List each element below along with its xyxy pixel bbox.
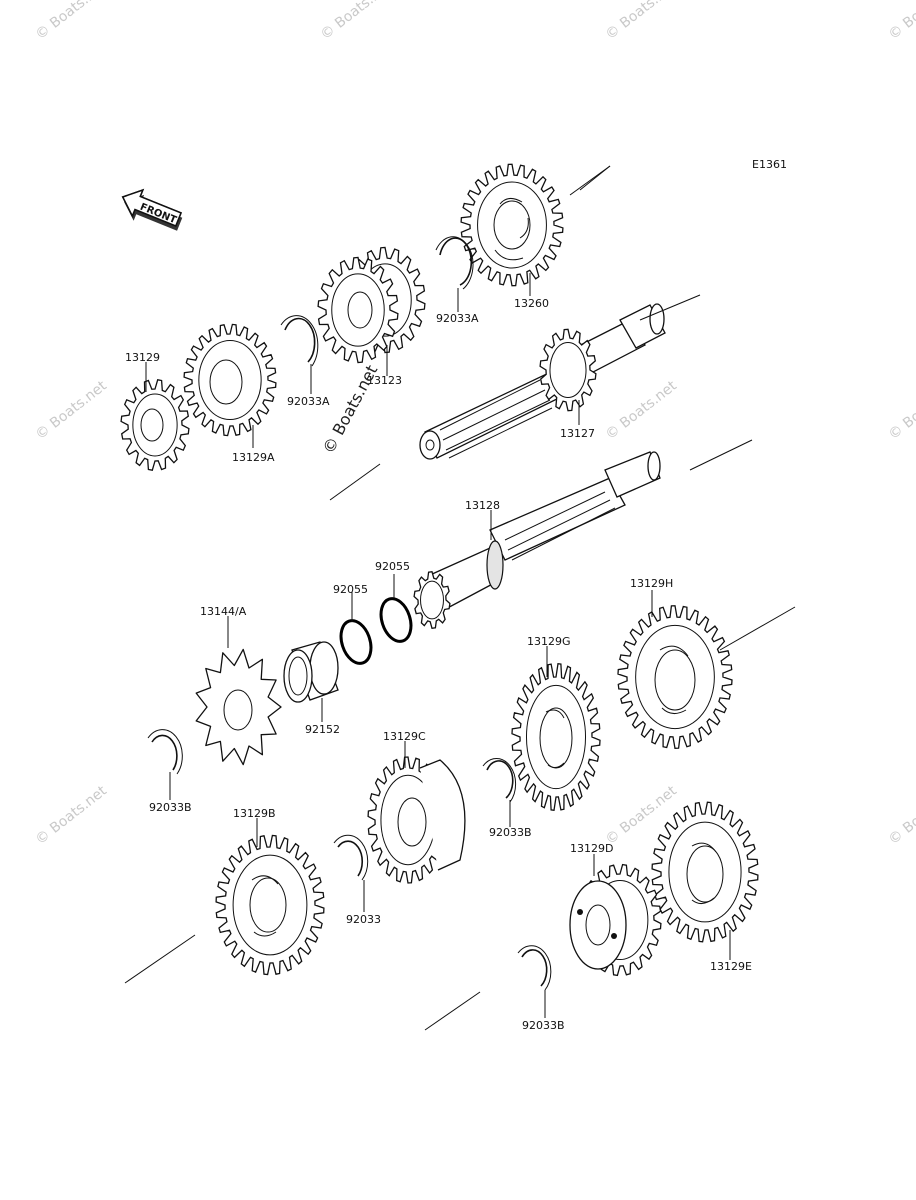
- watermark-text: © Boats.net: [886, 783, 916, 849]
- axis-line: [424, 991, 481, 1031]
- label-13129: 13129: [125, 351, 160, 364]
- label-13129C: 13129C: [383, 730, 426, 743]
- gear-teeth: [120, 379, 190, 471]
- gear-hub: [232, 854, 308, 956]
- collar-92152: [283, 641, 339, 703]
- axis-line: [329, 463, 381, 501]
- gear-teeth: [460, 163, 564, 287]
- label-13129G: 13129G: [527, 635, 571, 648]
- circlip-92033A-right: [435, 236, 474, 290]
- center-watermark: © Boats.net: [319, 362, 382, 457]
- watermark-text: © Boats.net: [33, 378, 111, 444]
- axis-line: [124, 934, 196, 984]
- label-13129D: 13129D: [570, 842, 613, 855]
- label-13260: 13260: [514, 297, 549, 310]
- diagram-code: E1361: [752, 158, 787, 171]
- label-13129B: 13129B: [233, 807, 276, 820]
- axis-line: [569, 165, 611, 196]
- label-13144A: 13144/A: [200, 605, 247, 618]
- label-13129E: 13129E: [710, 960, 752, 973]
- o-ring-92055-left: [339, 619, 373, 665]
- label-92055-right: 92055: [375, 560, 410, 573]
- axis-line: [689, 439, 753, 471]
- label-92033B-bottom: 92033B: [522, 1019, 565, 1032]
- label-92033A-left: 92033A: [287, 395, 330, 408]
- label-13128: 13128: [465, 499, 500, 512]
- sprocket-13144A: [195, 648, 282, 766]
- gear-hub: [549, 341, 587, 399]
- gear-13129H: [617, 605, 733, 749]
- gear-hub: [132, 393, 178, 457]
- watermark-text: © Boats.net: [603, 378, 681, 444]
- watermark-text: © Boats.net: [318, 0, 396, 43]
- shaft-13128: [413, 451, 661, 630]
- label-13129A: 13129A: [232, 451, 275, 464]
- gear-13129D: [569, 863, 662, 977]
- gear-13123: [317, 246, 426, 364]
- gear-hub: [635, 624, 715, 730]
- gear-13129B: [215, 834, 325, 976]
- watermark-text: © Boats.net: [33, 0, 111, 43]
- leader-lines: [145, 273, 731, 1018]
- gear-13129G: [511, 662, 601, 812]
- gear-hub: [331, 273, 385, 347]
- axis-line: [719, 606, 796, 651]
- gear-teeth: [651, 801, 759, 943]
- gear-teeth: [183, 323, 277, 437]
- circlip-92033B-left: [147, 729, 183, 775]
- o-ring-92055-right: [379, 597, 413, 643]
- gear-13129C: [367, 756, 466, 884]
- gear-13260: [460, 163, 564, 287]
- gear-13129E: [651, 801, 759, 943]
- sprocket-teeth: [195, 648, 282, 766]
- label-13127: 13127: [560, 427, 595, 440]
- gear-teeth: [617, 605, 733, 749]
- gear-hub: [420, 580, 444, 620]
- gear-13129: [120, 379, 190, 471]
- label-92033B-middle: 92033B: [489, 826, 532, 839]
- gear-hub: [477, 181, 547, 269]
- part-labels: 13129 13129A 92033A 13123 92033A 13260 1…: [125, 297, 752, 1032]
- watermark-text: © Boats.net: [886, 0, 916, 43]
- gear-teeth: [317, 256, 399, 364]
- watermark-text: © Boats.net: [33, 783, 111, 849]
- label-13123: 13123: [367, 374, 402, 387]
- gear-hub: [668, 821, 742, 923]
- label-92152: 92152: [305, 723, 340, 736]
- gear-teeth: [413, 570, 451, 630]
- gear-hub: [198, 339, 262, 421]
- label-13129H: 13129H: [630, 577, 673, 590]
- shaft-13127: [419, 294, 701, 460]
- gear-hub: [525, 684, 587, 790]
- watermark-text: © Boats.net: [886, 378, 916, 444]
- label-92055-left: 92055: [333, 583, 368, 596]
- label-92033B-left: 92033B: [149, 801, 192, 814]
- gear-13129A: [183, 323, 277, 437]
- circlip-92033B-middle: [482, 758, 517, 803]
- label-92033A-right: 92033A: [436, 312, 479, 325]
- label-92033: 92033: [346, 913, 381, 926]
- gear-teeth: [539, 328, 597, 412]
- circlip-92033: [333, 834, 369, 881]
- circlip-92033A-left: [280, 315, 319, 367]
- circlip-92033B-bottom: [517, 945, 552, 991]
- gear-teeth: [215, 834, 325, 976]
- watermark-text: © Boats.net: [603, 0, 681, 43]
- front-direction-arrow-icon: FRONT: [121, 188, 183, 231]
- gear-teeth: [511, 662, 601, 812]
